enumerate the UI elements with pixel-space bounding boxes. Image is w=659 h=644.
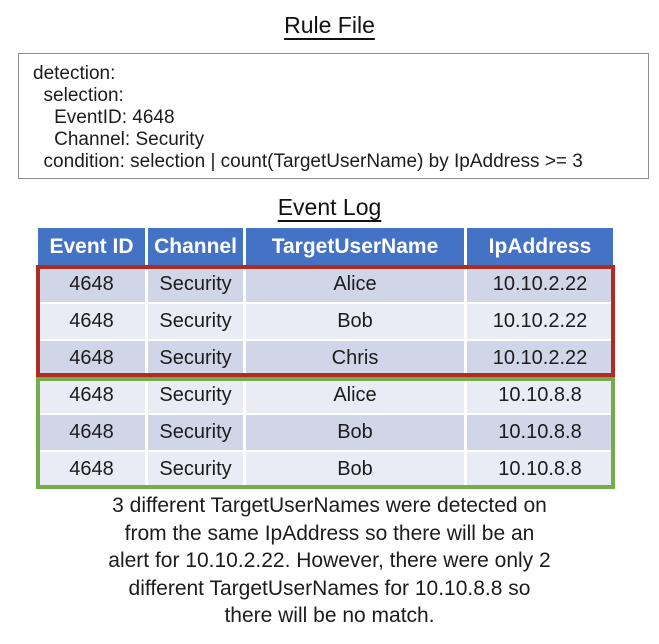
explanation-line: there will be no match. bbox=[224, 604, 435, 627]
rule-line-channel: Channel: Security bbox=[33, 129, 205, 150]
event-log-table-container: Event ID Channel TargetUserName IpAddres… bbox=[36, 228, 615, 489]
cell-ipaddress: 10.10.8.8 bbox=[467, 378, 613, 413]
cell-event-id: 4648 bbox=[38, 452, 145, 487]
cell-event-id: 4648 bbox=[38, 378, 145, 413]
event-log-table: Event ID Channel TargetUserName IpAddres… bbox=[38, 228, 613, 487]
column-header-event-id: Event ID bbox=[38, 228, 145, 265]
explanation-text: 3 different TargetUserNames were detecte… bbox=[0, 492, 659, 630]
cell-event-id: 4648 bbox=[38, 341, 145, 376]
cell-channel: Security bbox=[148, 267, 243, 302]
rule-line-condition: condition: selection | count(TargetUserN… bbox=[33, 151, 583, 172]
cell-ipaddress: 10.10.2.22 bbox=[467, 304, 613, 339]
rule-line-event-id: EventID: 4648 bbox=[33, 107, 175, 128]
rule-file-title: Rule File bbox=[284, 12, 375, 38]
column-header-targetusername: TargetUserName bbox=[246, 228, 464, 265]
cell-ipaddress: 10.10.8.8 bbox=[467, 452, 613, 487]
cell-event-id: 4648 bbox=[38, 415, 145, 450]
rule-line-detection: detection: bbox=[33, 63, 116, 84]
explanation-line: from the same IpAddress so there will be… bbox=[124, 521, 535, 545]
cell-targetusername: Bob bbox=[246, 415, 464, 450]
explanation-line: different TargetUserNames for 10.10.8.8 … bbox=[128, 576, 531, 600]
cell-ipaddress: 10.10.2.22 bbox=[467, 267, 613, 302]
event-log-title: Event Log bbox=[277, 194, 382, 220]
cell-event-id: 4648 bbox=[38, 267, 145, 302]
column-header-ipaddress: IpAddress bbox=[467, 228, 613, 265]
cell-channel: Security bbox=[148, 341, 243, 376]
cell-ipaddress: 10.10.2.22 bbox=[467, 341, 613, 376]
cell-targetusername: Bob bbox=[246, 304, 464, 339]
cell-channel: Security bbox=[148, 452, 243, 487]
rule-file-code-box: detection: selection: EventID: 4648 Chan… bbox=[18, 53, 649, 179]
cell-channel: Security bbox=[148, 415, 243, 450]
rule-line-selection: selection: bbox=[33, 85, 124, 106]
cell-targetusername: Chris bbox=[246, 341, 464, 376]
cell-targetusername: Alice bbox=[246, 267, 464, 302]
cell-channel: Security bbox=[148, 304, 243, 339]
cell-ipaddress: 10.10.8.8 bbox=[467, 415, 613, 450]
cell-event-id: 4648 bbox=[38, 304, 145, 339]
cell-targetusername: Alice bbox=[246, 378, 464, 413]
cell-channel: Security bbox=[148, 378, 243, 413]
column-header-channel: Channel bbox=[148, 228, 243, 265]
cell-targetusername: Bob bbox=[246, 452, 464, 487]
explanation-line: alert for 10.10.2.22. However, there wer… bbox=[108, 549, 551, 572]
explanation-line: 3 different TargetUserNames were detecte… bbox=[112, 494, 547, 517]
